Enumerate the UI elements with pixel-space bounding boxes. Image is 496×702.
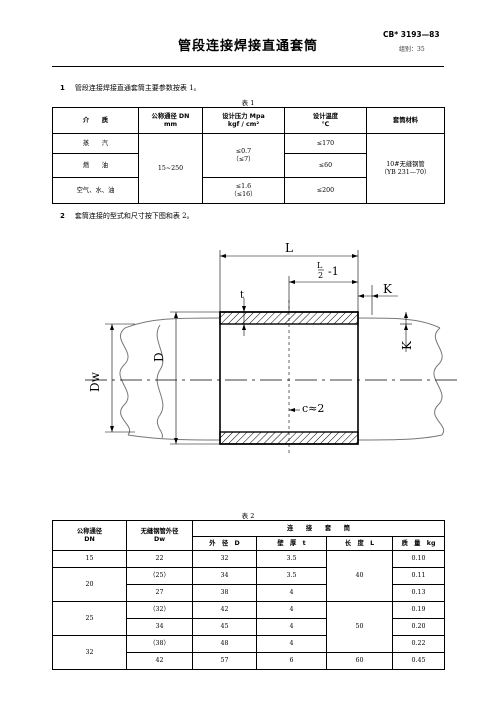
- t2-length-50: 50: [326, 601, 393, 653]
- label-minus-one: -1: [328, 265, 339, 278]
- table-row-d: 48: [192, 635, 257, 653]
- t2-dn-15: 15: [52, 550, 127, 568]
- t2-dn-32: 32: [52, 635, 127, 670]
- t2-header-mass: 质 量 kg: [391, 536, 446, 551]
- table-2-caption: 表 2: [241, 512, 255, 520]
- table-row-d: 38: [192, 584, 257, 602]
- section-2: 2 套筒连接的型式和尺寸按下图和表 2。: [60, 211, 194, 221]
- label-D: D: [152, 352, 166, 362]
- t1-pressure-2: ≤1.6（≤16）: [202, 177, 285, 204]
- t2-length-40: 40: [326, 550, 393, 602]
- t1-medium-fuel: 燃 油: [52, 153, 139, 178]
- t1-pressure-1: ≤0.7（≤7）: [202, 133, 285, 178]
- table-row-t: 4: [256, 601, 327, 619]
- table-row-mass: 0.13: [391, 584, 446, 602]
- t1-temp-air: ≤200: [284, 177, 367, 204]
- table-row-dw: 34: [126, 618, 193, 636]
- t1-header-medium: 介 质: [52, 107, 139, 134]
- sleeve-drawing: L L 2 -1 t K K D Dw c≈2: [85, 241, 460, 455]
- table-row-d: 57: [192, 652, 257, 670]
- label-c: c≈2: [302, 402, 324, 415]
- table-row-dw: 22: [126, 550, 193, 568]
- group-number: 组别：35: [399, 46, 425, 53]
- label-half-numerator: L: [317, 261, 323, 270]
- section-2-number: 2: [60, 212, 65, 220]
- table-row-mass: 0.10: [391, 550, 446, 568]
- section-1-text: 管段连接焊接直通套筒主要参数按表 1。: [74, 84, 201, 92]
- right-pipe: [357, 317, 445, 441]
- header-rule: [52, 66, 444, 67]
- table-row-t: 3.5: [256, 550, 327, 568]
- t1-temp-steam: ≤170: [284, 133, 367, 154]
- t2-header-sleeve: 连 接 套 筒: [191, 520, 446, 537]
- t1-header-temp: 设计温度℃: [284, 107, 367, 134]
- section-2-text: 套筒连接的型式和尺寸按下图和表 2。: [74, 212, 194, 220]
- table-row-dw: （38）: [126, 635, 193, 653]
- table-row-dw: （32）: [126, 601, 193, 619]
- table-1-caption: 表 1: [241, 99, 255, 107]
- label-half-denominator: 2: [318, 271, 323, 280]
- label-t: t: [240, 290, 244, 301]
- table-row-mass: 0.19: [391, 601, 446, 619]
- t2-header-length: 长 度 L: [326, 536, 393, 551]
- table-row-d: 32: [192, 550, 257, 568]
- table-row-mass: 0.45: [391, 652, 446, 670]
- t2-header-wall: 壁 厚 t: [256, 536, 327, 551]
- table-row-mass: 0.20: [391, 618, 446, 636]
- table-row-dw: 42: [126, 652, 193, 670]
- table-row-mass: 0.22: [391, 635, 446, 653]
- section-1: 1 管段连接焊接直通套筒主要参数按表 1。: [60, 83, 201, 93]
- t2-length-60: 60: [326, 652, 393, 670]
- table-row-t: 4: [256, 618, 327, 636]
- t1-header-material: 套筒材料: [366, 107, 445, 134]
- t1-medium-steam: 蒸 汽: [52, 133, 139, 154]
- t1-material: 10#无缝钢管（YB 231—70）: [366, 133, 445, 204]
- table-row-d: 45: [192, 618, 257, 636]
- t2-dn-25: 25: [52, 601, 127, 636]
- table-row-mass: 0.11: [391, 567, 446, 585]
- t2-dn-20: 20: [52, 567, 127, 602]
- table-row-dw: （25）: [126, 567, 193, 585]
- table-row-dw: 27: [126, 584, 193, 602]
- t1-dn-value: 15~250: [138, 133, 203, 204]
- table-row-t: 4: [256, 635, 327, 653]
- table-row-d: 42: [192, 601, 257, 619]
- t1-temp-fuel: ≤60: [284, 153, 367, 178]
- label-K-top: K: [383, 282, 393, 296]
- table-row-t: 4: [256, 584, 327, 602]
- table-row-d: 34: [192, 567, 257, 585]
- table-row-t: 6: [256, 652, 327, 670]
- t2-header-outer: 外 径 D: [192, 536, 257, 551]
- page-title: 管段连接焊接直通套筒: [177, 39, 318, 54]
- label-Dw: Dw: [88, 371, 102, 392]
- left-pipe: [119, 317, 221, 441]
- t1-medium-air: 空气、水、油: [52, 177, 139, 204]
- section-1-number: 1: [60, 84, 65, 92]
- table-row-t: 3.5: [256, 567, 327, 585]
- standard-number: CB* 3193—83: [383, 30, 440, 39]
- label-L: L: [285, 241, 293, 255]
- label-K-side: K: [400, 340, 414, 350]
